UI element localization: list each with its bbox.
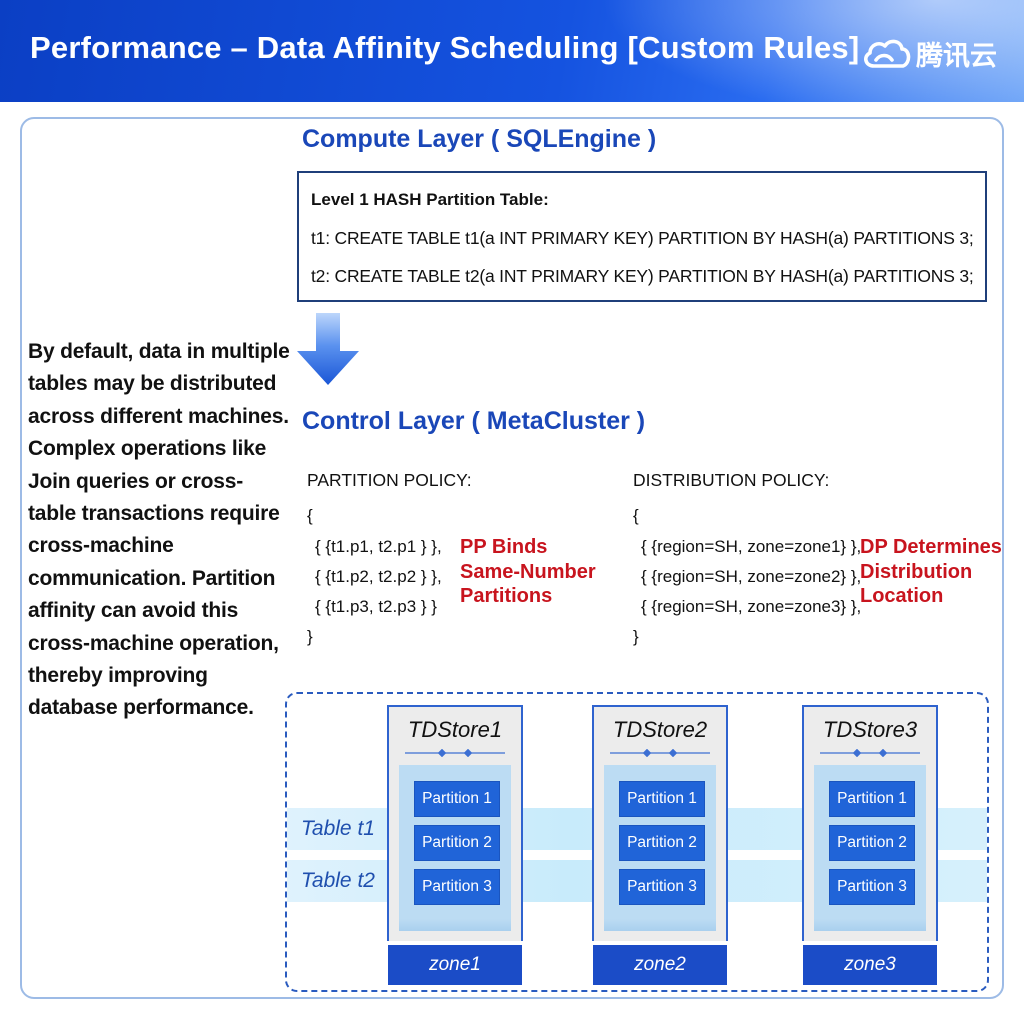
dp-note: DP Determines Distribution Location [860, 535, 1002, 609]
tdstore-name: TDStore2 [612, 717, 708, 742]
partition-policy-open: { [307, 506, 313, 525]
brand-name: 腾讯云 [916, 41, 997, 72]
table-t2-label: Table t2 [301, 869, 375, 892]
partition-block: Partition 2 [619, 825, 705, 861]
cloud-icon [864, 39, 911, 68]
distribution-policy-open: { [633, 506, 639, 525]
explanation-text: By default, data in multiple tables may … [28, 340, 290, 720]
dp-note-line: Distribution [860, 560, 973, 583]
distribution-policy-line: { {region=SH, zone=zone1} }, [641, 537, 862, 556]
pp-note-line: PP Binds [460, 536, 548, 558]
partition-block: Partition 2 [829, 825, 915, 861]
zone-label: zone3 [803, 945, 937, 985]
partition-block: Partition 3 [414, 869, 500, 905]
divider-ornament-icon [820, 749, 920, 757]
zone-label: zone2 [593, 945, 727, 985]
dp-note-line: Location [860, 585, 944, 607]
sql-definition-box: Level 1 HASH Partition Table: t1: CREATE… [297, 171, 987, 302]
distribution-policy-label: DISTRIBUTION POLICY: [633, 470, 830, 490]
sql-line-t1: t1: CREATE TABLE t1(a INT PRIMARY KEY) P… [311, 228, 974, 248]
compute-layer-title: Compute Layer ( SQLEngine ) [302, 125, 657, 153]
partition-block: Partition 1 [619, 781, 705, 817]
table-t1-label: Table t1 [301, 817, 375, 840]
partition-container: Partition 1 Partition 2 Partition 3 [399, 765, 511, 931]
distribution-policy-close: } [633, 627, 639, 646]
storage-layer-frame [285, 692, 989, 992]
tdstore-node: TDStore1 Partition 1 Partition 2 Partiti… [387, 705, 523, 941]
zone-label: zone1 [388, 945, 522, 985]
tdstore-node: TDStore3 Partition 1 Partition 2 Partiti… [802, 705, 938, 941]
sql-line-t2: t2: CREATE TABLE t2(a INT PRIMARY KEY) P… [311, 266, 974, 286]
sql-heading: Level 1 HASH Partition Table: [311, 190, 549, 209]
partition-policy-line: { {t1.p2, t2.p2 } }, [315, 567, 442, 586]
header-banner: Performance – Data Affinity Scheduling [… [0, 0, 1024, 102]
tdstore-node: TDStore2 Partition 1 Partition 2 Partiti… [592, 705, 728, 941]
partition-block: Partition 3 [829, 869, 915, 905]
partition-container: Partition 1 Partition 2 Partition 3 [814, 765, 926, 931]
partition-policy-line: { {t1.p3, t2.p3 } } [315, 597, 437, 616]
pp-note-line: Partitions [460, 585, 553, 607]
page-title: Performance – Data Affinity Scheduling [… [30, 30, 860, 65]
partition-container: Partition 1 Partition 2 Partition 3 [604, 765, 716, 931]
partition-block: Partition 3 [619, 869, 705, 905]
dp-note-line: DP Determines [860, 536, 1002, 558]
partition-policy-label: PARTITION POLICY: [307, 470, 472, 490]
partition-policy-line: { {t1.p1, t2.p1 } }, [315, 537, 442, 556]
brand-logo: 腾讯云 [860, 34, 997, 73]
divider-ornament-icon [405, 749, 505, 757]
partition-block: Partition 2 [414, 825, 500, 861]
distribution-policy-line: { {region=SH, zone=zone3} }, [641, 597, 862, 616]
partition-policy-close: } [307, 627, 313, 646]
tdstore-name: TDStore3 [822, 717, 918, 742]
header-highlight [544, 0, 1024, 102]
distribution-policy-line: { {region=SH, zone=zone2} }, [641, 567, 862, 586]
partition-block: Partition 1 [829, 781, 915, 817]
control-layer-title: Control Layer ( MetaCluster ) [302, 407, 646, 435]
pp-note-line: Same-Number [460, 560, 596, 583]
divider-ornament-icon [610, 749, 710, 757]
pp-note: PP Binds Same-Number Partitions [460, 535, 596, 609]
tdstore-name: TDStore1 [407, 717, 503, 742]
partition-block: Partition 1 [414, 781, 500, 817]
down-arrow-icon [297, 313, 359, 385]
